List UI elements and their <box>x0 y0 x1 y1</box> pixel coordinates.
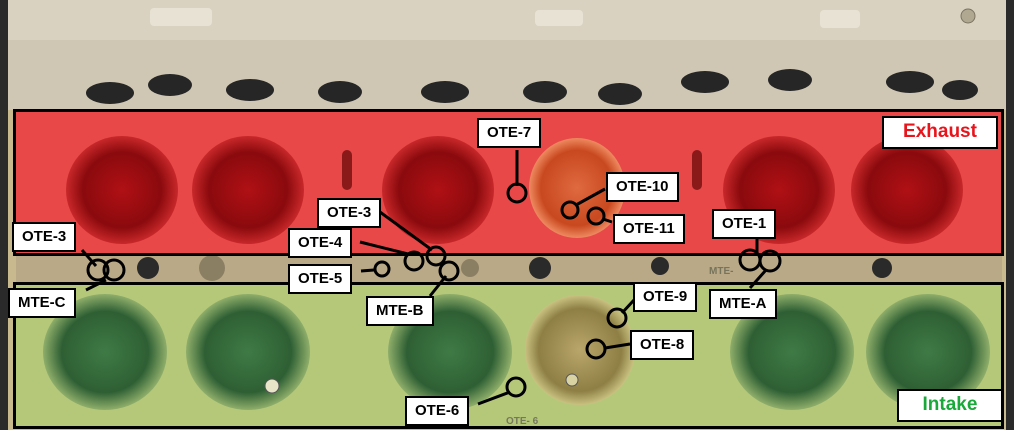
ote3-mid-label: OTE-3 <box>317 198 382 228</box>
ote6-stamp: OTE- 6 <box>506 416 539 427</box>
exhaust-label: Exhaust <box>882 116 998 149</box>
ote11-label: OTE-11 <box>613 214 685 244</box>
mte-a-stamp: MTE- <box>709 266 734 277</box>
intake-label: Intake <box>897 389 1003 422</box>
mteb-label: MTE-B <box>366 296 434 326</box>
ote4-label: OTE-4 <box>288 228 353 258</box>
ote8-label: OTE-8 <box>630 330 695 360</box>
ote9-label: OTE-9 <box>633 282 698 312</box>
ote5-label: OTE-5 <box>288 264 353 294</box>
mtea-label: MTE-A <box>709 289 777 319</box>
exhaust-zone <box>13 109 1004 256</box>
ote10-label: OTE-10 <box>606 172 679 202</box>
ote6-label: OTE-6 <box>405 396 470 426</box>
ote7-label: OTE-7 <box>477 118 542 148</box>
ote1-label: OTE-1 <box>712 209 777 239</box>
ote3-left-label: OTE-3 <box>12 222 77 252</box>
mtec-label: MTE-C <box>8 288 76 318</box>
intake-zone <box>13 282 1004 429</box>
